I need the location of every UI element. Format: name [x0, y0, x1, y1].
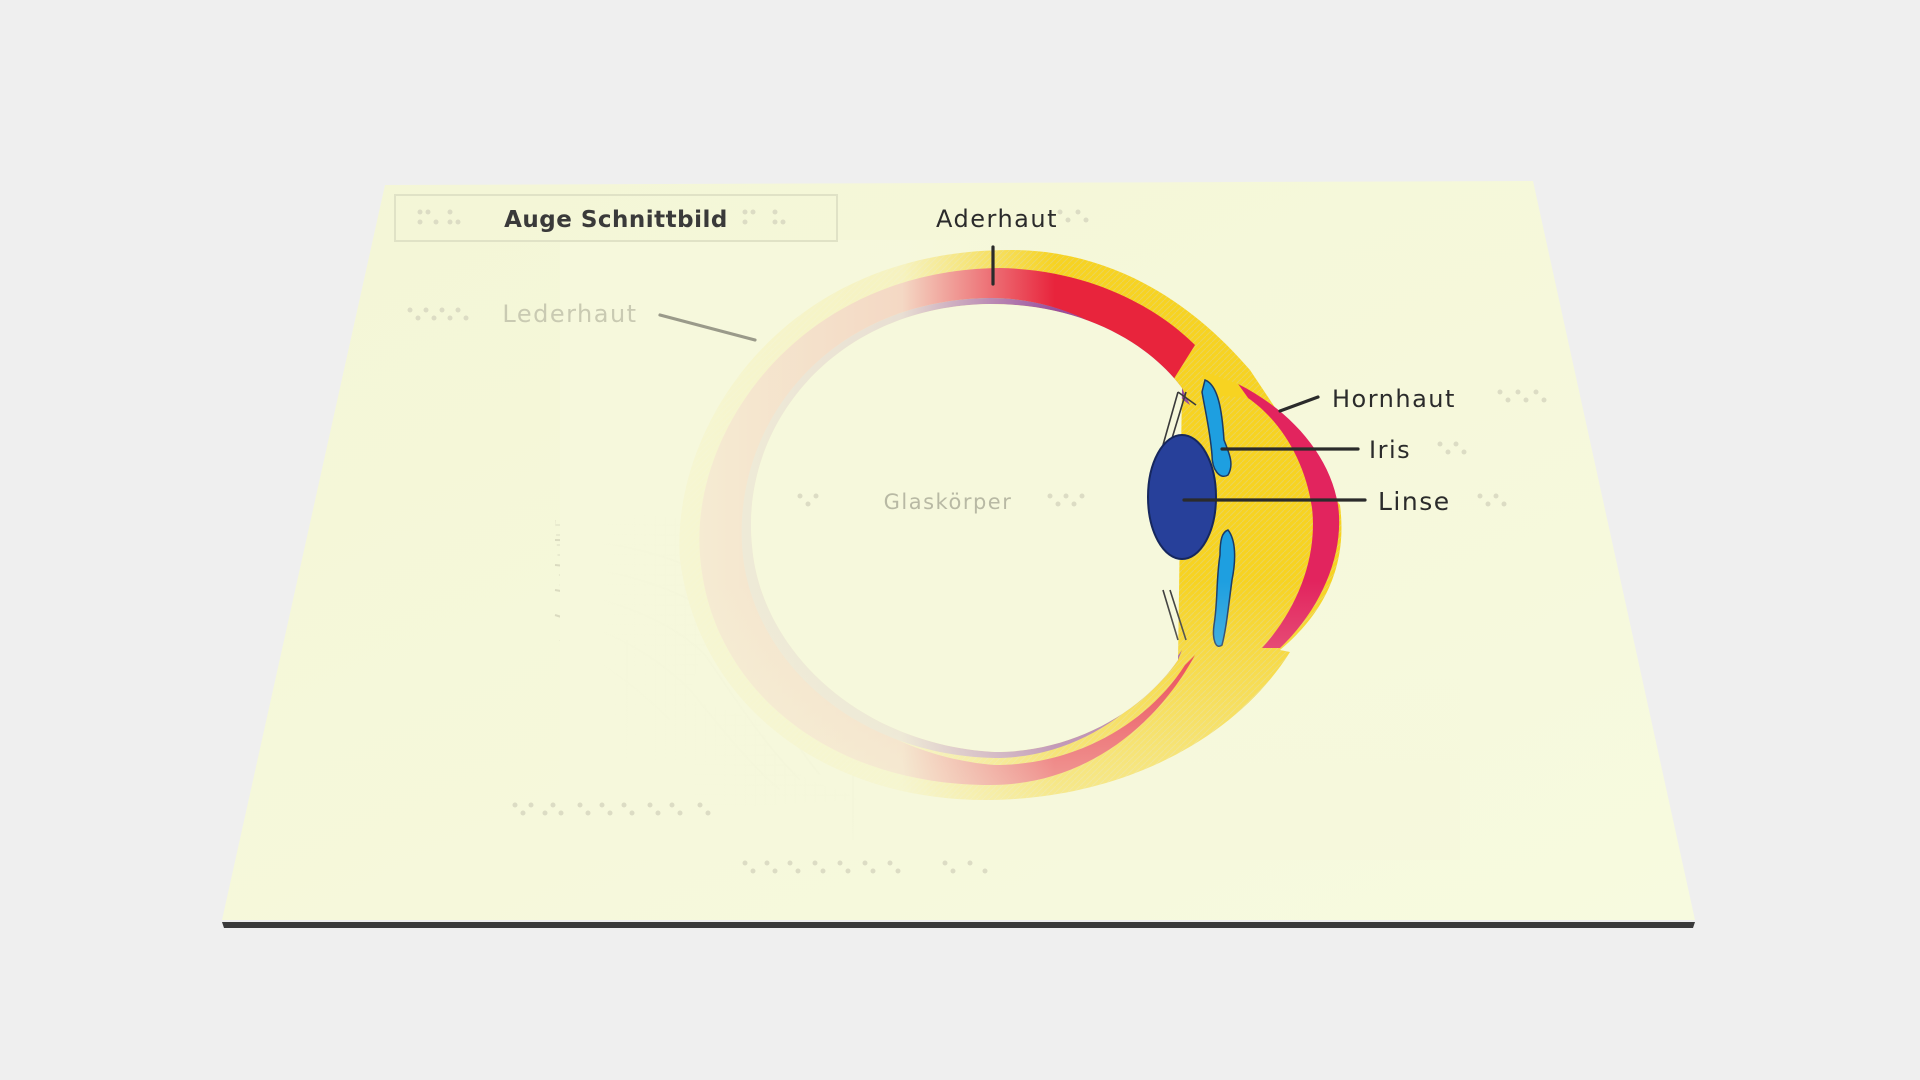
- label-linse: Linse: [1378, 487, 1451, 516]
- hornhaut-leader: [1278, 395, 1320, 413]
- lederhaut-leader: [658, 313, 757, 342]
- label-glaskoerper: Glaskörper: [884, 490, 1013, 514]
- title-box: [394, 194, 838, 242]
- label-aderhaut: Aderhaut: [936, 205, 1058, 233]
- board-edge: [222, 922, 1695, 928]
- label-iris: Iris: [1369, 436, 1411, 464]
- label-lederhaut: Lederhaut: [502, 300, 637, 328]
- diagram-title: Auge Schnittbild: [504, 207, 728, 233]
- label-hornhaut: Hornhaut: [1332, 385, 1456, 413]
- braille-dots: [407, 209, 1547, 874]
